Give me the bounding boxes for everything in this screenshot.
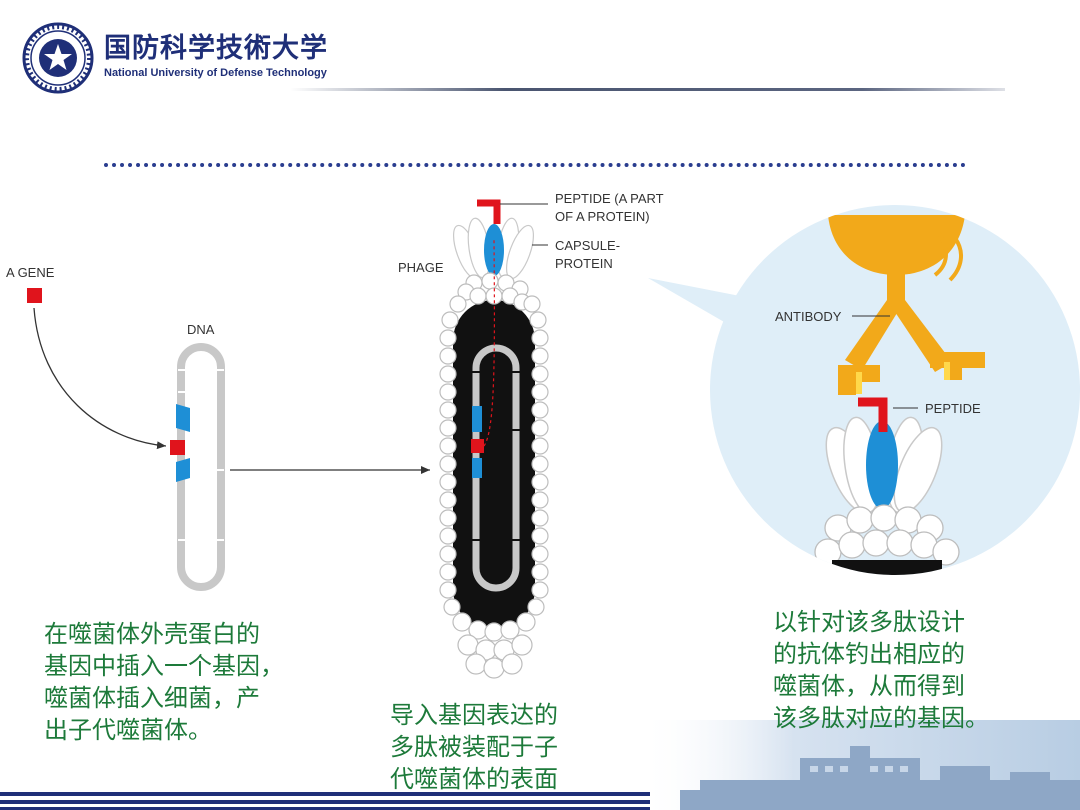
phage-capsule-protein: [484, 224, 504, 276]
peptide-part-label-line2: OF A PROTEIN): [555, 209, 650, 224]
dna-loop: [170, 347, 224, 587]
dna-blue-segment-top: [176, 404, 190, 432]
caption-right-line: 噬菌体，从而得到: [773, 670, 989, 702]
caption-right-line: 以针对该多肽设计: [773, 606, 989, 638]
caption-left: 在噬菌体外壳蛋白的 基因中插入一个基因， 噬菌体插入细菌，产 出子代噬菌体。: [44, 618, 284, 746]
caption-left-line: 噬菌体插入细菌，产: [44, 682, 284, 714]
capsule-protein-label-line1: CAPSULE-: [555, 238, 620, 253]
antibody-label: ANTIBODY: [775, 309, 842, 324]
caption-middle-line: 导入基因表达的: [390, 699, 558, 731]
caption-right-line: 的抗体钓出相应的: [773, 638, 989, 670]
capsule-protein-label-line2: PROTEIN: [555, 256, 613, 271]
gene-square: [27, 288, 42, 303]
caption-middle: 导入基因表达的 多肽被装配于子 代噬菌体的表面: [390, 699, 558, 795]
gene-label: A GENE: [6, 265, 55, 280]
caption-left-line: 出子代噬菌体。: [44, 714, 284, 746]
caption-left-line: 基因中插入一个基因，: [44, 650, 284, 682]
peptide-label: PEPTIDE: [925, 401, 981, 416]
caption-middle-line: 多肽被装配于子: [390, 731, 558, 763]
caption-middle-line: 代噬菌体的表面: [390, 763, 558, 795]
phage-label: PHAGE: [398, 260, 444, 275]
phage-inserted-gene: [471, 439, 484, 453]
caption-right: 以针对该多肽设计 的抗体钓出相应的 噬菌体，从而得到 该多肽对应的基因。: [773, 606, 989, 734]
dna-blue-segment-bottom: [176, 458, 190, 482]
caption-right-line: 该多肽对应的基因。: [773, 702, 989, 734]
gene-insert-arrow: [34, 308, 166, 446]
phage: [440, 203, 548, 678]
dna-inserted-gene: [170, 440, 185, 455]
caption-left-line: 在噬菌体外壳蛋白的: [44, 618, 284, 650]
dna-label: DNA: [187, 322, 215, 337]
peptide-part-label-line1: PEPTIDE (A PART: [555, 191, 664, 206]
